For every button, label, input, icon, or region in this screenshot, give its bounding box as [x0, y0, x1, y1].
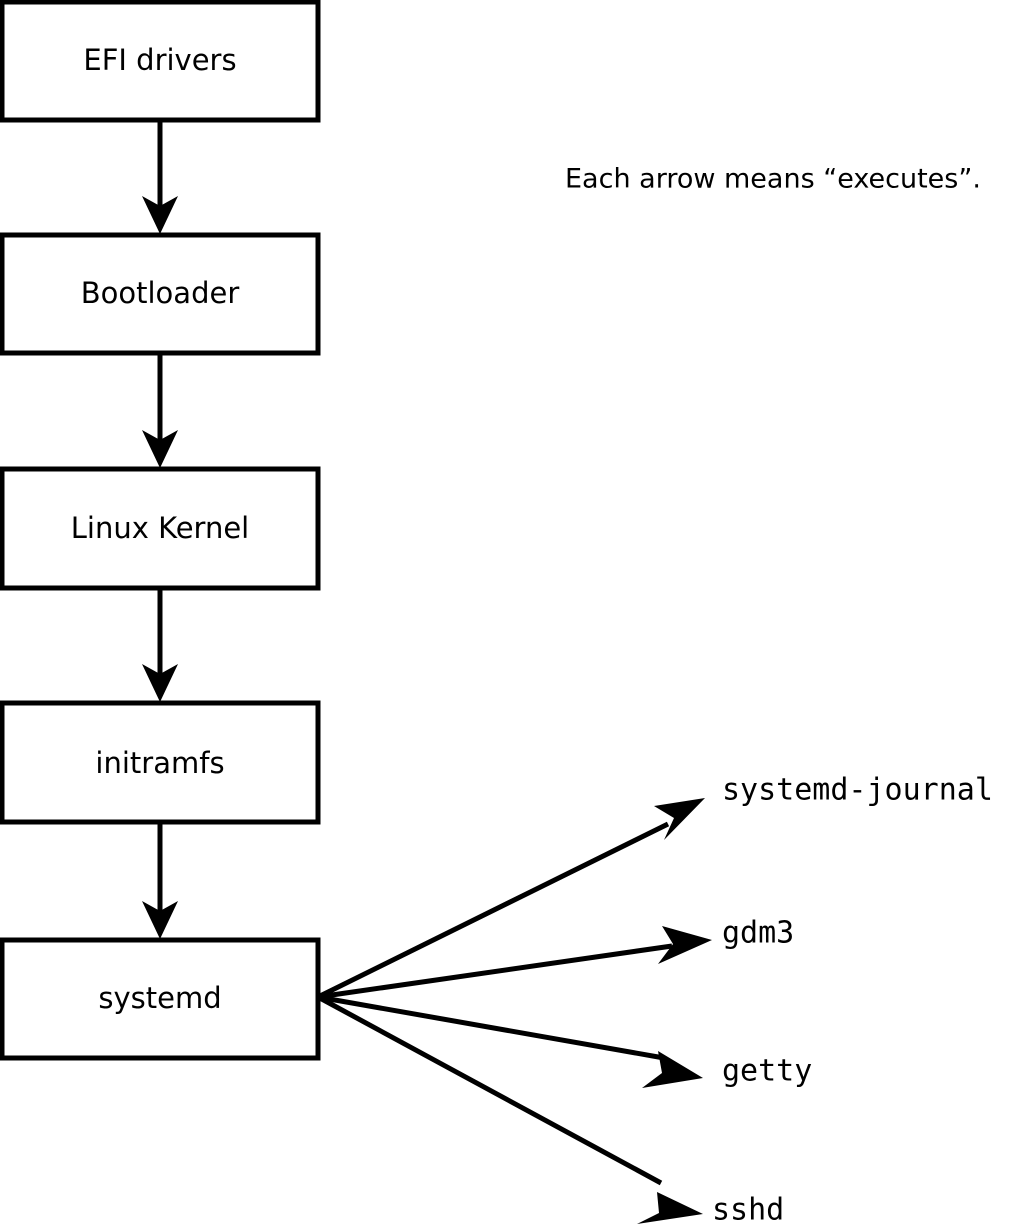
node-bootloader[interactable]: Bootloader: [0, 232, 321, 356]
service-arrows-group: [316, 798, 712, 1224]
arrow-head-icon: [142, 901, 178, 939]
arrow-shaft: [316, 821, 670, 1000]
arrow-head-icon: [658, 926, 712, 964]
arrow-systemd-to-getty: [317, 994, 703, 1088]
arrow-initramfs-to-systemd: [142, 822, 178, 939]
node-efi-drivers[interactable]: EFI drivers: [0, 0, 321, 123]
node-initramfs[interactable]: initramfs: [0, 700, 321, 825]
arrow-head-icon: [654, 798, 705, 840]
arrow-efi-drivers-to-bootloader: [142, 120, 178, 234]
node-systemd-label: systemd: [98, 981, 221, 1015]
node-linux-kernel[interactable]: Linux Kernel: [0, 466, 321, 591]
boot-chain-group: EFI drivers Bootloader Linux Kernel init…: [0, 0, 321, 1061]
node-efi-drivers-label: EFI drivers: [83, 43, 236, 77]
node-linux-kernel-label: Linux Kernel: [71, 511, 249, 545]
chain-arrows-group: [142, 120, 178, 939]
arrow-head-icon: [637, 1192, 703, 1224]
node-systemd[interactable]: systemd: [0, 937, 321, 1061]
arrow-linux-kernel-to-initramfs: [142, 588, 178, 702]
arrow-systemd-to-gdm3: [317, 926, 712, 1000]
arrow-bootloader-to-linux-kernel: [142, 353, 178, 468]
node-linux-kernel-rect: [0, 466, 321, 591]
service-label-gdm3: gdm3: [722, 916, 794, 951]
arrow-systemd-to-systemd-journal: [316, 798, 705, 1000]
arrow-shaft: [316, 994, 663, 1186]
node-systemd-rect: [0, 937, 321, 1061]
arrow-systemd-to-sshd: [316, 994, 703, 1224]
arrow-head-icon: [142, 196, 178, 234]
service-label-sshd: sshd: [712, 1193, 784, 1228]
arrow-head-icon: [142, 430, 178, 468]
service-label-systemd-journal: systemd-journal: [722, 773, 993, 808]
arrow-shaft: [317, 943, 673, 1000]
arrow-head-icon: [642, 1051, 703, 1088]
arrow-head-icon: [142, 664, 178, 702]
service-labels-group: systemd-journal gdm3 getty sshd: [712, 773, 993, 1228]
legend-caption: Each arrow means “executes”.: [565, 164, 981, 195]
node-efi-drivers-rect: [0, 0, 321, 123]
node-initramfs-label: initramfs: [95, 746, 224, 780]
service-label-getty: getty: [722, 1054, 812, 1089]
node-bootloader-label: Bootloader: [81, 276, 240, 310]
node-bootloader-rect: [0, 232, 321, 356]
arrow-shaft: [317, 994, 665, 1061]
